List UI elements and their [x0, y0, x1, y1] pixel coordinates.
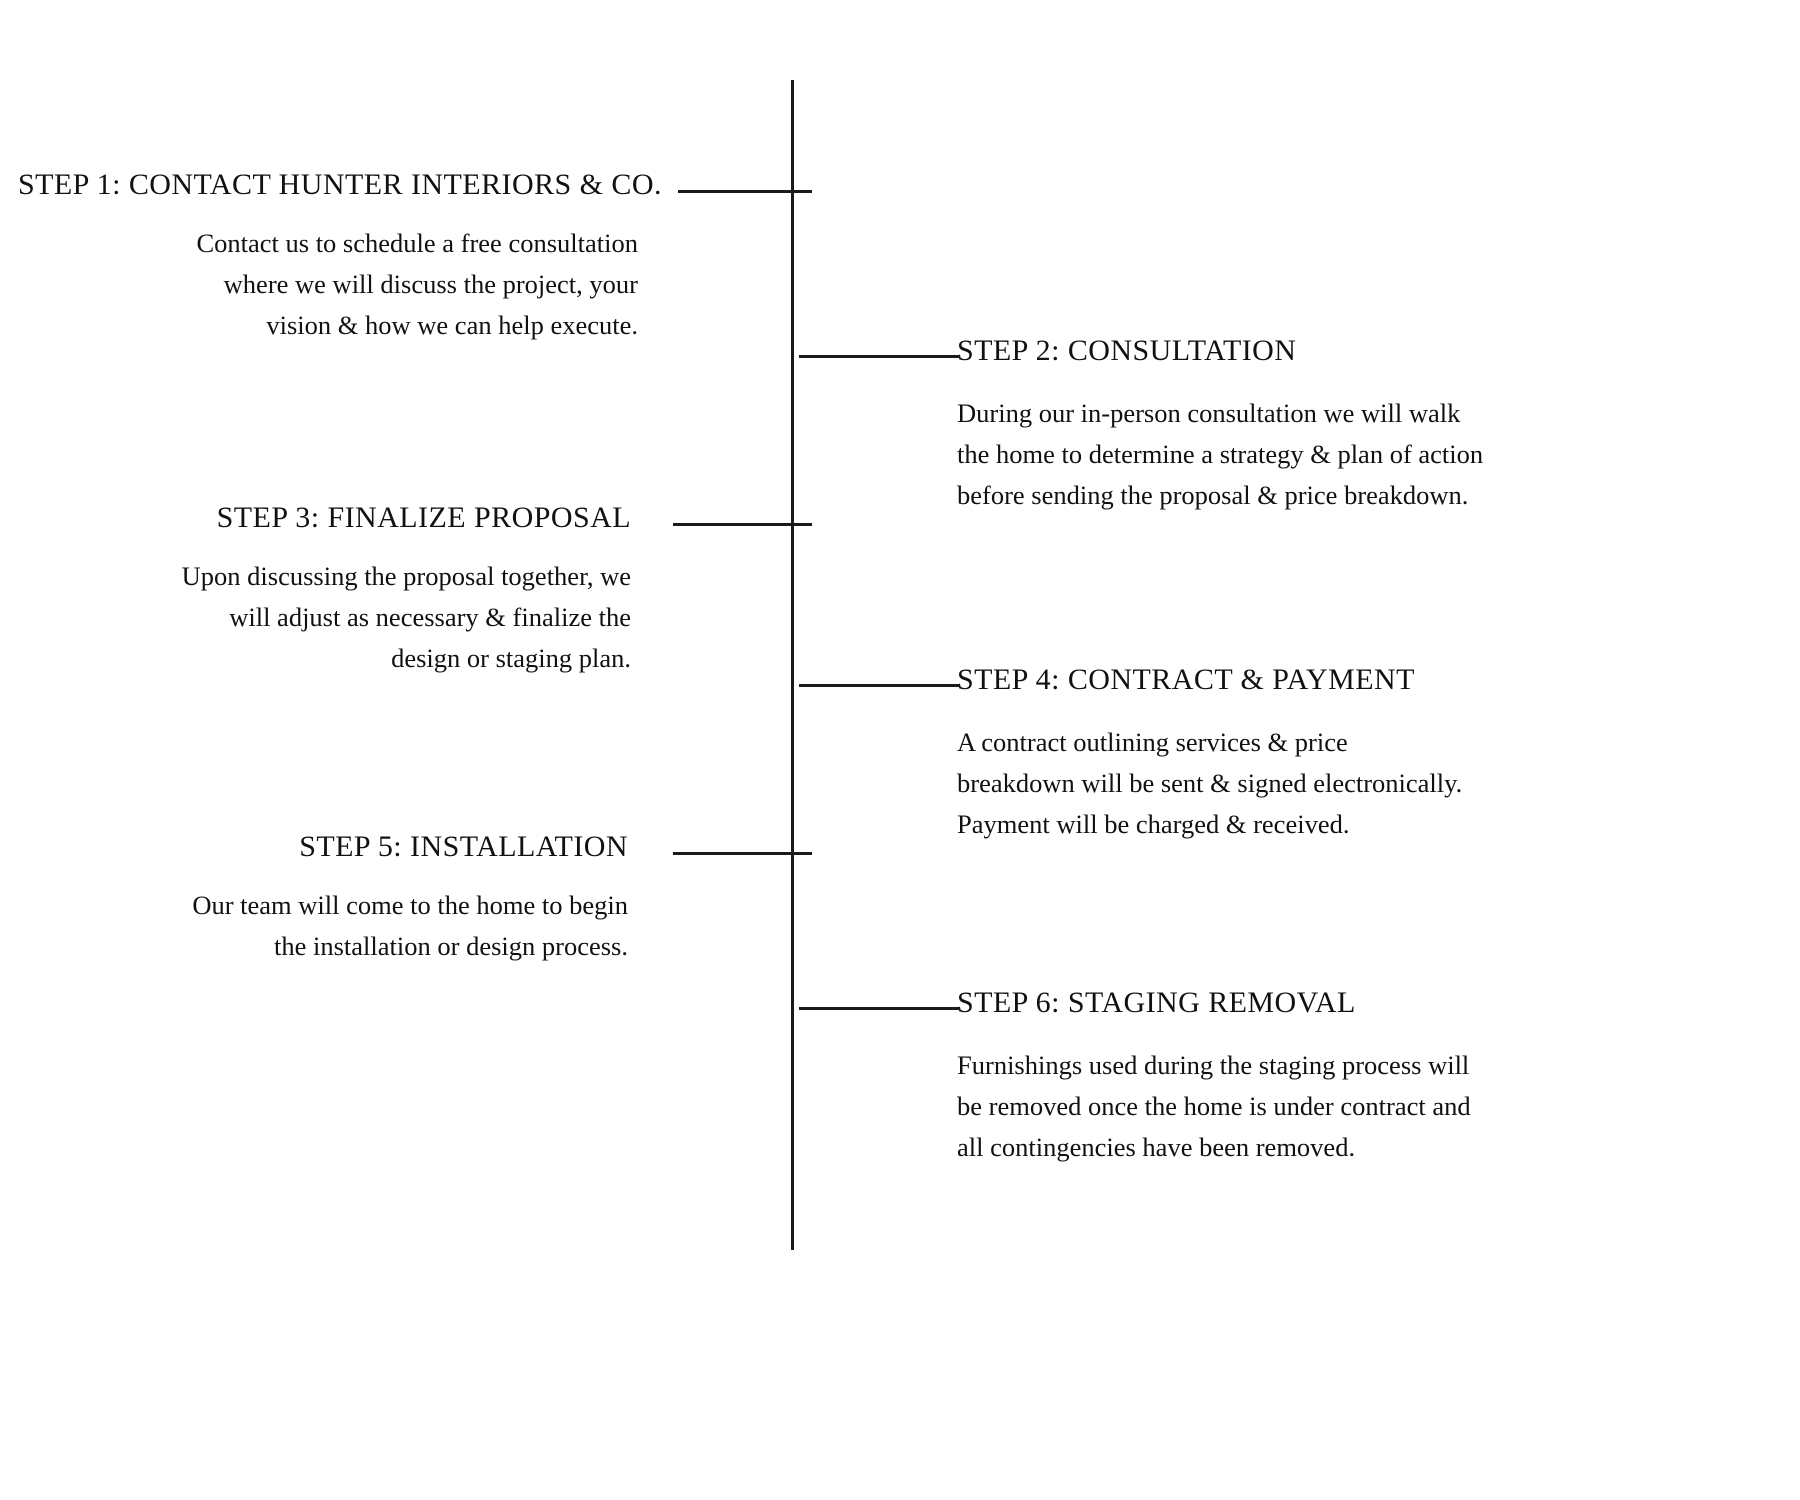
step-2-body-line: the home to determine a strategy & plan …: [957, 438, 1484, 469]
timeline-spine: [791, 80, 794, 1250]
timeline-step-5: STEP 5: INSTALLATION Our team will come …: [18, 830, 812, 967]
step-4-heading: STEP 4: CONTRACT & PAYMENT: [957, 663, 1415, 696]
step-5-body-line: Our team will come to the home to begin: [192, 890, 628, 920]
step-4-body: A contract outlining services & price br…: [957, 722, 1527, 844]
step-5-connector-line: [673, 852, 812, 855]
step-1-body-line: vision & how we can help execute.: [266, 309, 638, 340]
step-1-connector-line: [678, 190, 812, 193]
step-4-body-line: breakdown will be sent & signed electron…: [957, 767, 1463, 798]
step-3-body-line: will adjust as necessary & finalize the: [229, 601, 631, 632]
step-4-connector-line: [799, 684, 959, 687]
timeline-step-1: STEP 1: CONTACT HUNTER INTERIORS & CO. C…: [18, 168, 812, 345]
step-3-heading: STEP 3: FINALIZE PROPOSAL: [216, 501, 631, 534]
timeline-step-6: STEP 6: STAGING REMOVAL Furnishings used…: [799, 986, 1532, 1167]
step-6-heading: STEP 6: STAGING REMOVAL: [957, 986, 1356, 1019]
step-3-body-line: design or staging plan.: [391, 642, 631, 673]
step-6-connector-line: [799, 1007, 959, 1010]
timeline-step-2: STEP 2: CONSULTATION During our in-perso…: [799, 334, 1527, 515]
step-5-body-line: the installation or design process.: [274, 930, 628, 961]
step-5-heading: STEP 5: INSTALLATION: [299, 830, 628, 863]
step-6-body-line: all contingencies have been removed.: [957, 1131, 1356, 1162]
step-2-heading: STEP 2: CONSULTATION: [957, 334, 1297, 367]
step-3-body-line: Upon discussing the proposal together, w…: [181, 561, 631, 591]
step-1-heading: STEP 1: CONTACT HUNTER INTERIORS & CO.: [18, 168, 662, 201]
step-1-body-line: where we will discuss the project, your: [223, 268, 638, 299]
step-1-body: Contact us to schedule a free consultati…: [18, 223, 638, 345]
step-4-body-line: A contract outlining services & price: [957, 727, 1348, 757]
step-4-body-line: Payment will be charged & received.: [957, 808, 1350, 839]
step-6-body-line: Furnishings used during the staging proc…: [957, 1050, 1470, 1080]
step-5-body: Our team will come to the home to begin …: [18, 885, 628, 967]
step-1-body-line: Contact us to schedule a free consultati…: [196, 228, 638, 258]
step-2-body-line: During our in-person consultation we wil…: [957, 398, 1461, 428]
step-6-body-line: be removed once the home is under contra…: [957, 1090, 1471, 1121]
step-2-connector-line: [799, 355, 959, 358]
step-2-body-line: before sending the proposal & price brea…: [957, 479, 1469, 510]
step-3-body: Upon discussing the proposal together, w…: [18, 556, 631, 678]
timeline-step-3: STEP 3: FINALIZE PROPOSAL Upon discussin…: [18, 501, 812, 678]
timeline-step-4: STEP 4: CONTRACT & PAYMENT A contract ou…: [799, 663, 1527, 844]
step-3-connector-line: [673, 523, 812, 526]
step-2-body: During our in-person consultation we wil…: [957, 393, 1527, 515]
step-6-body: Furnishings used during the staging proc…: [957, 1045, 1532, 1167]
